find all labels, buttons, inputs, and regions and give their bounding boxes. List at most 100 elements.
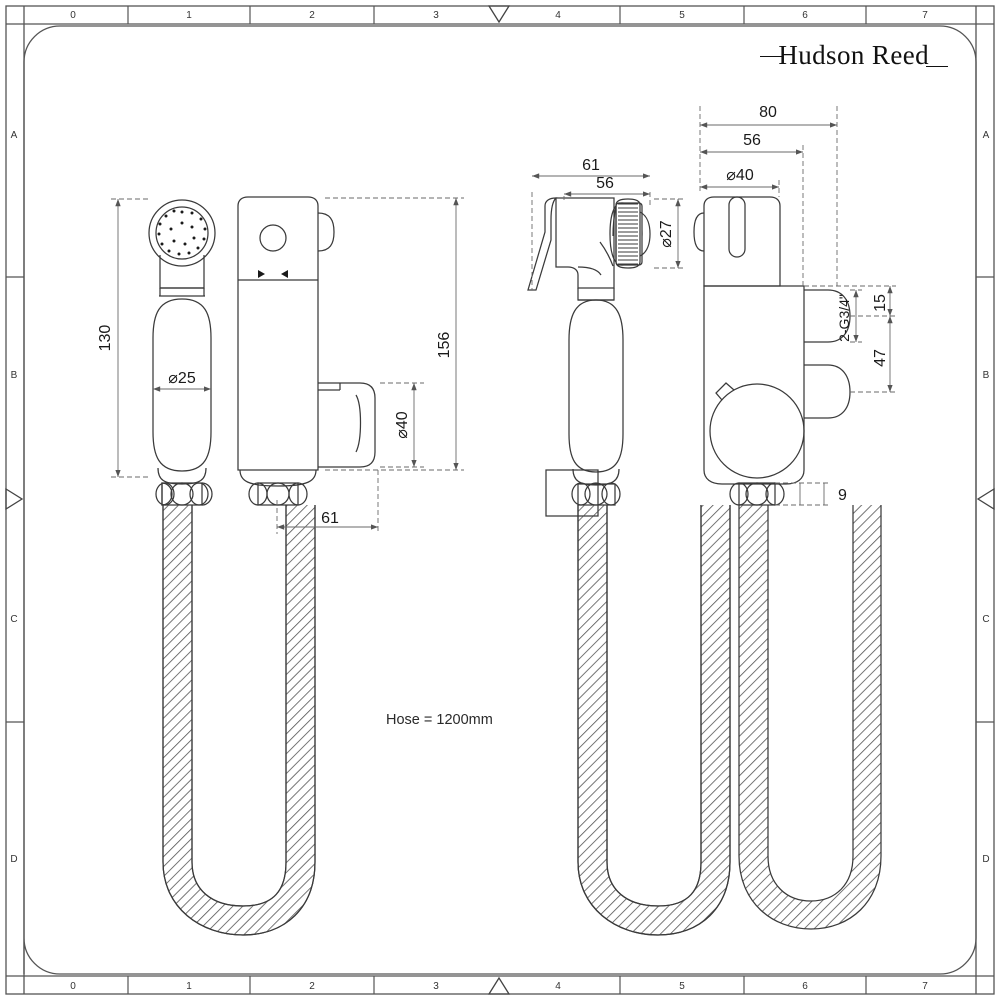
- ruler-right: [976, 276, 994, 723]
- side-collar: [572, 468, 620, 486]
- center-marker-top-icon: [487, 5, 511, 24]
- center-marker-left-icon: [5, 487, 24, 511]
- side-neck: [577, 288, 615, 301]
- push-button-icon: [259, 224, 287, 252]
- spray-head-outer: [148, 199, 216, 267]
- side-view-dimensions: [531, 173, 684, 290]
- knob-knurling: [618, 203, 638, 265]
- ruler-bottom-label: 0: [70, 981, 76, 992]
- ruler-bottom-label: 2: [309, 981, 315, 992]
- center-marker-bottom-icon: [487, 976, 511, 995]
- spray-head-face: [155, 206, 209, 260]
- dim-61-side-label: 61: [582, 157, 600, 174]
- dim-47-label: 47: [872, 349, 889, 367]
- ruler-right-label: D: [982, 854, 989, 865]
- ruler-top-label: 3: [433, 10, 439, 21]
- center-marker-right-icon: [976, 487, 995, 511]
- knob-outline: [615, 198, 641, 269]
- ruler-bottom-label: 3: [433, 981, 439, 992]
- valve-collar-front: [239, 469, 317, 487]
- dim-80-label: 80: [759, 104, 777, 121]
- ruler-top: [127, 6, 867, 24]
- ruler-bottom-label: 4: [555, 981, 561, 992]
- outlet-spout-front: [318, 382, 376, 468]
- ruler-bottom-label: 7: [922, 981, 928, 992]
- ruler-left-label: A: [11, 130, 18, 141]
- ruler-left-label: B: [11, 370, 18, 381]
- brand-logo: Hudson Reed: [760, 40, 948, 71]
- handset-neck: [159, 255, 205, 289]
- valve-view-dimensions: [699, 106, 896, 506]
- ruler-top-label: 6: [802, 10, 808, 21]
- ruler-top-label: 1: [186, 10, 192, 21]
- ruler-left-label: C: [10, 614, 17, 625]
- ruler-left-labels: A B C D: [10, 130, 17, 865]
- cap-side-tab: [693, 212, 705, 252]
- ruler-right-labels: A B C D: [982, 130, 989, 865]
- hose-right-hatch: [739, 505, 881, 929]
- dim-156-label: 156: [436, 332, 453, 359]
- trigger-guard: [577, 266, 602, 276]
- side-grip: [568, 299, 624, 473]
- hose-mid-inner: [606, 505, 702, 907]
- hose-left-hatch: [163, 505, 315, 935]
- inlet-lower: [804, 364, 851, 419]
- spray-gun-body: [555, 197, 615, 289]
- dim-15-label: 15: [872, 294, 889, 312]
- dim-61-front-label: 61: [321, 510, 339, 527]
- ruler-bottom-label: 1: [186, 981, 192, 992]
- wall-bracket: [545, 469, 599, 517]
- dim-130-label: 130: [97, 325, 114, 352]
- spout-lip: [355, 394, 362, 453]
- valve-body-front: [237, 196, 319, 471]
- dim-56-valve-label: 56: [743, 132, 761, 149]
- dim-dia25-label: ⌀25: [168, 370, 196, 387]
- nozzle-holes-icon: [157, 209, 207, 256]
- ruler-top-label: 2: [309, 10, 315, 21]
- handset-grip: [152, 298, 212, 472]
- ruler-top-label: 7: [922, 10, 928, 21]
- dim-9-label: 9: [838, 487, 847, 504]
- ruler-top-labels: 0 1 2 3 4 5 6 7: [70, 10, 928, 21]
- dim-thread-label: 2-G3/4": [836, 294, 852, 342]
- ruler-right-label: C: [982, 614, 989, 625]
- ruler-top-label: 4: [555, 10, 561, 21]
- ruler-bottom-labels: 0 1 2 3 4 5 6 7: [70, 981, 928, 992]
- logo-lead-rule: [760, 56, 783, 58]
- hose-length-note: Hose = 1200mm: [386, 712, 493, 728]
- arrow-left-icon: [258, 270, 265, 278]
- logo-text: Hudson Reed: [778, 40, 929, 70]
- valve-main-body: [703, 285, 805, 485]
- knob-cap: [639, 211, 651, 257]
- cap-slot: [728, 196, 746, 258]
- ruler-bottom-label: 5: [679, 981, 685, 992]
- side-view-dimension-labels: 61 56 ⌀27: [582, 157, 675, 248]
- dim-dia27-label: ⌀27: [658, 220, 675, 248]
- ruler-right-label: B: [983, 370, 990, 381]
- side-view: [527, 197, 731, 936]
- ruler-bottom: [127, 976, 867, 994]
- dim-dia40-front-label: ⌀40: [394, 411, 411, 439]
- ruler-left-label: D: [10, 854, 17, 865]
- handset-collar: [157, 467, 207, 485]
- valve-tab-icon: [715, 382, 735, 401]
- hose-left-inner: [191, 505, 287, 907]
- ruler-top-label: 5: [679, 10, 685, 21]
- arrow-right-icon: [281, 270, 288, 278]
- valve-cap: [703, 196, 781, 287]
- handset-base: [161, 482, 203, 506]
- ruler-left: [6, 276, 24, 723]
- ruler-bottom-label: 6: [802, 981, 808, 992]
- hose-mid-hatch: [578, 505, 730, 935]
- dim-dia40-valve-label: ⌀40: [726, 167, 754, 184]
- dim-56-side-label: 56: [596, 175, 614, 192]
- valve-view-dimension-labels: 80 56 ⌀40 2-G3/4" 15 47 9: [726, 104, 889, 504]
- logo-tail-rule: [926, 66, 948, 68]
- front-view-dimensions: [110, 197, 464, 534]
- front-view-dimension-labels: 130 ⌀25 156 ⌀40 61: [97, 325, 453, 527]
- front-view: [148, 196, 376, 936]
- valve-face-circle: [709, 383, 805, 479]
- ruler-right-label: A: [983, 130, 990, 141]
